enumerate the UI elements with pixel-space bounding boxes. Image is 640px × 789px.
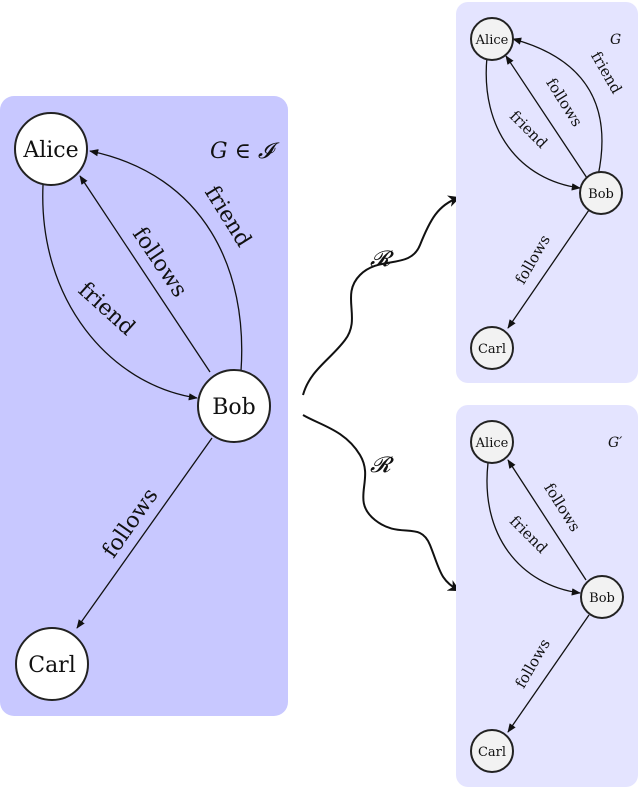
top-edge-alice-bob-friend: [485, 56, 581, 191]
node-carl-label: Carl: [28, 653, 76, 678]
arrow-upper: 𝓡: [302, 195, 461, 396]
edge-bob-alice-follows: [79, 175, 211, 373]
bottom-edge-bob-alice-follows: [507, 459, 587, 581]
bottom-node-alice-label: Alice: [475, 436, 509, 451]
bottom-node-bob: Bob: [580, 575, 624, 619]
top-node-carl-label: Carl: [478, 342, 506, 357]
node-alice: Alice: [14, 112, 88, 186]
top-node-bob-label: Bob: [588, 187, 614, 202]
panel-bottom-title: G′: [608, 435, 623, 451]
edge-bob-carl-follows: [76, 437, 213, 629]
arrow-lower: 𝓡: [302, 414, 461, 592]
panel-main-bg: [0, 96, 288, 716]
node-bob: Bob: [197, 369, 271, 443]
edge-bob-alice-friend: [89, 149, 243, 372]
node-carl: Carl: [15, 627, 89, 701]
panel-bottom: G′ follows friend follows Alice Bob Carl: [456, 405, 638, 787]
top-node-carl: Carl: [470, 326, 514, 370]
bottom-node-carl-label: Carl: [478, 745, 506, 760]
panel-main: G ∈ 𝓘 friend follows friend follows Alic…: [0, 96, 288, 716]
edge-alice-bob-friend: [42, 184, 198, 401]
bottom-edge-bob-carl-follows: [507, 614, 590, 733]
panel-top-title: G: [610, 32, 621, 48]
arrow-upper-label: 𝓡: [370, 247, 394, 272]
top-node-alice: Alice: [470, 17, 514, 61]
bottom-edge-alice-bob-friend: [486, 462, 581, 596]
top-edge-bob-carl-follows: [507, 209, 590, 329]
node-alice-label: Alice: [22, 138, 78, 163]
bottom-node-carl: Carl: [470, 729, 514, 773]
bottom-node-alice: Alice: [470, 420, 514, 464]
arrow-lower-label: 𝓡: [370, 453, 394, 478]
panel-main-title: G ∈ 𝓘: [210, 139, 280, 164]
arrow-upper-path: [302, 195, 461, 396]
top-edge-bob-alice-follows: [505, 55, 588, 179]
top-edge-bob-alice-friend: [512, 37, 603, 177]
panel-top: G friend follows friend follows Alice Bo…: [456, 2, 638, 383]
node-bob-label: Bob: [212, 395, 256, 420]
bottom-node-bob-label: Bob: [589, 591, 615, 606]
top-node-bob: Bob: [579, 171, 623, 215]
panel-bottom-bg: [456, 405, 638, 787]
top-node-alice-label: Alice: [475, 33, 509, 48]
arrow-lower-path: [302, 414, 461, 592]
